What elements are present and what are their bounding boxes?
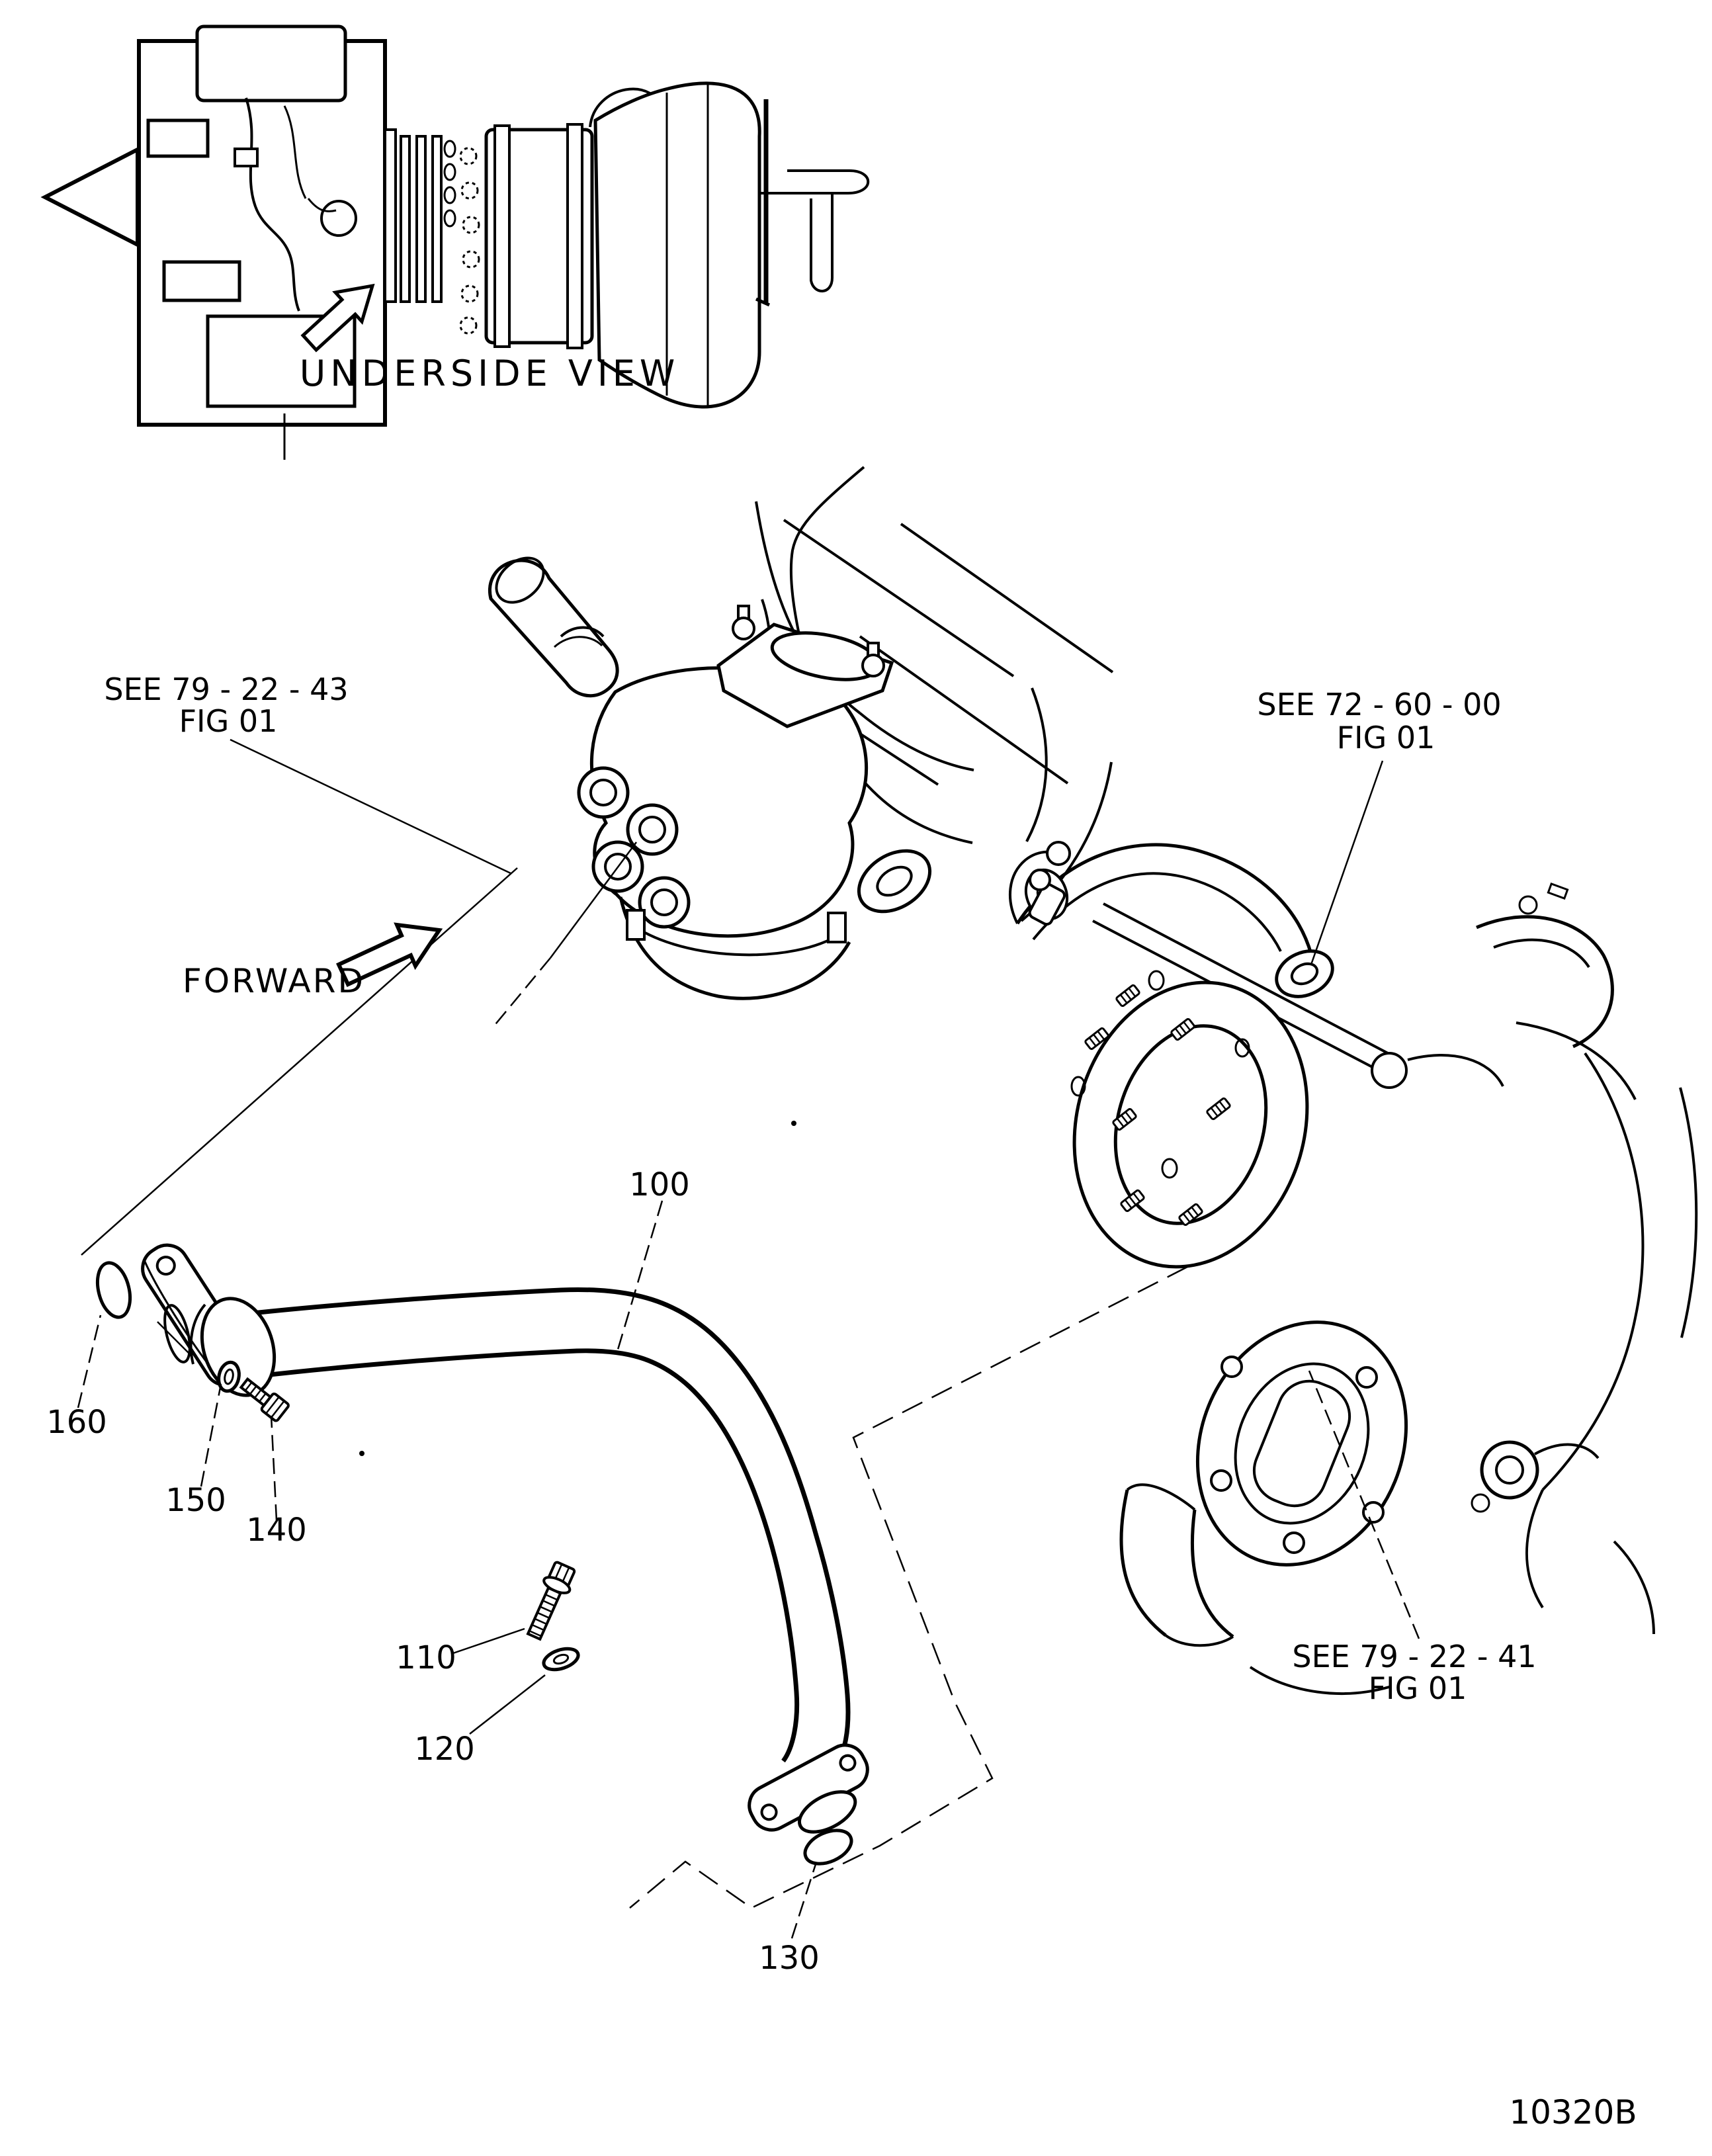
part-label-150: 150 (165, 1482, 226, 1519)
ring-holes (1070, 970, 1250, 1179)
tube-clamp-2 (553, 636, 603, 648)
washer-120-drawing (542, 1647, 580, 1672)
leader-see-79-22-41 (1308, 1370, 1420, 1639)
part-label-120: 120 (414, 1731, 475, 1768)
part-label-100: 100 (629, 1166, 690, 1203)
bottom-band (626, 920, 845, 957)
lower-yoke (1119, 1483, 1234, 1647)
muffler-assembly-drawing (488, 556, 932, 1126)
bolt-110-drawing (526, 1561, 576, 1641)
lower-cover (1195, 1320, 1408, 1567)
bracket-bolt-right (861, 642, 885, 677)
side-stub (1471, 1440, 1600, 1513)
leader-see-72-60-00 (1310, 760, 1384, 965)
outlet-flange (857, 849, 932, 914)
intake-tube-mouth (495, 556, 545, 604)
forward-label: FORWARD (183, 962, 365, 1000)
callout-72-60-00: SEE 72 - 60 - 00 FIG 01 (1257, 687, 1501, 755)
callout-79-22-43-line1: SEE 79 - 22 - 43 (104, 671, 348, 707)
leader-110 (450, 1627, 525, 1655)
coupling-bolt-holes (443, 140, 456, 228)
clamp-band-2 (566, 123, 583, 349)
part-label-140: 140 (246, 1512, 307, 1549)
part-label-110: 110 (396, 1639, 456, 1676)
callout-79-22-41-line2: FIG 01 (1369, 1670, 1467, 1706)
pipe-bottom-edge (235, 1348, 800, 1763)
inlet-cone-rim (163, 1304, 191, 1363)
link-rod (1028, 869, 1504, 1089)
case-top-box (195, 24, 347, 103)
bottom-cover (619, 896, 851, 1000)
callout-72-60-00-line2: FIG 01 (1337, 720, 1435, 755)
case-pipework-2 (283, 105, 307, 199)
ring-studs (1084, 984, 1231, 1227)
rear-hook-lower (810, 193, 834, 292)
callout-79-22-43: SEE 79 - 22 - 43 FIG 01 (104, 671, 348, 739)
band-clamp-right (827, 912, 847, 943)
o-ring-160-drawing (95, 1261, 132, 1319)
pipe-end-flange (748, 1743, 869, 1834)
case-direction-arrow-icon (300, 283, 375, 353)
stray-dot (791, 1121, 796, 1126)
fastener-axis-line (157, 1321, 193, 1357)
leader-140 (270, 1415, 278, 1521)
inlet-cone (189, 1303, 206, 1365)
side-ports (577, 766, 691, 929)
part-label-160: 160 (46, 1404, 107, 1441)
callout-79-22-41-line1: SEE 79 - 22 - 41 (1292, 1639, 1536, 1674)
bracket-bolt-left (732, 605, 755, 640)
forward-arrow-icon (336, 922, 443, 987)
coupling-plate (384, 128, 397, 303)
band-clamp-left (626, 909, 646, 941)
mid-cylinder (484, 128, 594, 345)
leader-see-79-22-43 (230, 738, 511, 875)
drawing-code: 10320B (1509, 2093, 1637, 2132)
leader-150 (200, 1383, 222, 1487)
forward-indicator: FORWARD (183, 922, 443, 1000)
coupling-bar-3 (431, 135, 443, 303)
callout-79-22-41: SEE 79 - 22 - 41 FIG 01 (1292, 1639, 1536, 1706)
bolt-140-drawing (239, 1377, 290, 1422)
case-fitting (234, 148, 259, 167)
outlet-flange-bore (876, 865, 913, 897)
case-pipework-3 (307, 198, 337, 212)
rear-hook-upper (759, 169, 870, 194)
leader-120 (469, 1674, 546, 1735)
rear-housing (593, 81, 761, 409)
leader-130 (791, 1864, 817, 1939)
o-ring-130-drawing (803, 1829, 853, 1866)
leader-lines (77, 738, 1420, 1939)
intake-tube (488, 558, 619, 698)
upper-right-bracket (1476, 883, 1614, 1049)
case-pipework (245, 97, 300, 312)
clamp-band-1 (493, 124, 511, 348)
part-label-130: 130 (759, 1940, 820, 1977)
coupling-bar-2 (415, 135, 427, 303)
callout-72-60-00-line1: SEE 72 - 60 - 00 (1257, 687, 1501, 722)
axle-case-outline (1249, 1021, 1698, 1695)
case-nub-lower (162, 260, 241, 302)
case-nub-upper (146, 118, 210, 158)
leader-160 (77, 1315, 102, 1408)
zone-boundary-lines (81, 841, 1188, 1909)
stray-dot-2 (359, 1451, 364, 1456)
leader-100 (617, 1200, 663, 1350)
thumbnail-caption: UNDERSIDE VIEW (300, 353, 680, 394)
pipe-top-edge (245, 1287, 851, 1770)
tube-clamp (560, 626, 605, 638)
callout-79-22-43-line2: FIG 01 (179, 703, 278, 739)
exhaust-pipe-drawing (95, 1243, 869, 1866)
final-drive-drawing (1009, 841, 1698, 1695)
coupling-bar-1 (400, 135, 411, 303)
underside-view-thumbnail: UNDERSIDE VIEW (40, 24, 870, 460)
case-port (320, 200, 357, 237)
left-arrowhead-icon (40, 146, 140, 248)
washer-150-drawing (217, 1360, 241, 1393)
arm-bushing-eye (1275, 949, 1334, 998)
drive-plate-holes (459, 147, 480, 335)
